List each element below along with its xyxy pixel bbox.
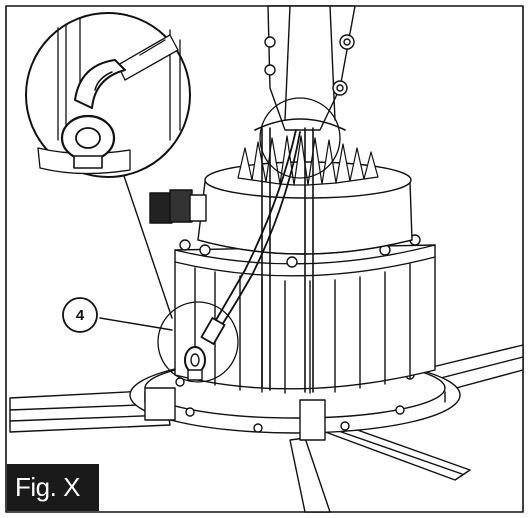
cable-connector bbox=[149, 189, 207, 224]
figure-label: Fig. X bbox=[7, 464, 99, 511]
magnify-leader bbox=[121, 169, 173, 319]
fan-blades bbox=[9, 344, 524, 513]
figure-frame bbox=[5, 5, 524, 513]
callout-4: 4 bbox=[62, 297, 173, 333]
mounting-bracket bbox=[264, 5, 356, 131]
blade-rear bbox=[289, 437, 331, 513]
detail-circle-lower bbox=[157, 301, 239, 383]
detail-circle-upper bbox=[259, 97, 341, 179]
callout-number: 4 bbox=[76, 307, 85, 324]
magnified-inset bbox=[25, 12, 191, 178]
frame-rods bbox=[254, 118, 346, 393]
eye-bolt-lower bbox=[184, 346, 206, 381]
